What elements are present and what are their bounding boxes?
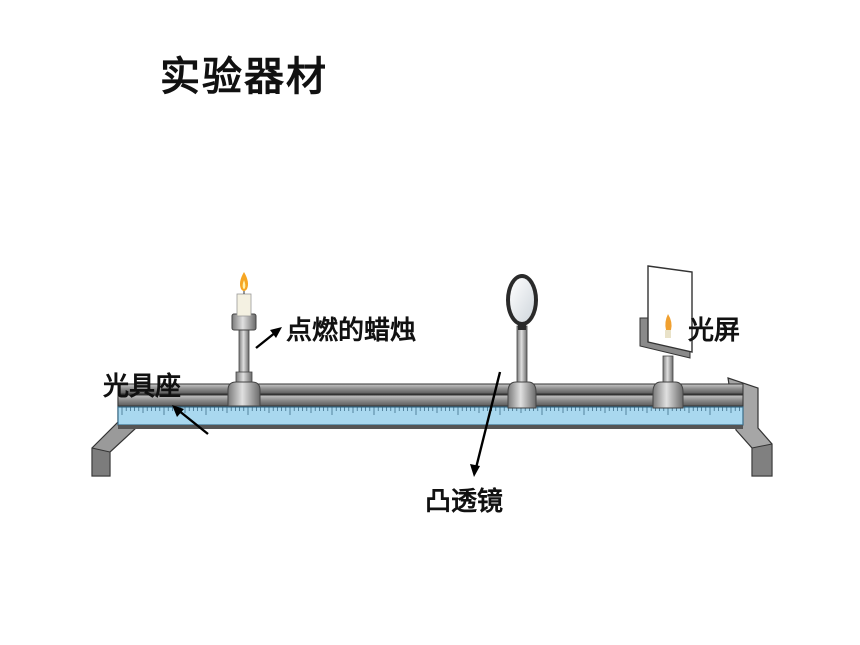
bench-arrow bbox=[172, 405, 209, 435]
candle-label: 点燃的蜡烛 bbox=[286, 316, 417, 346]
screen-label: 光屏 bbox=[688, 316, 741, 346]
lens-holder bbox=[507, 325, 537, 409]
lens-label: 凸透镜 bbox=[425, 487, 504, 517]
convex-lens-icon bbox=[506, 274, 538, 330]
bench-rails bbox=[117, 383, 744, 407]
lens-arrow bbox=[470, 371, 502, 477]
bench-scale bbox=[117, 406, 744, 426]
light-screen-icon bbox=[647, 265, 693, 353]
bench-base-edge bbox=[118, 425, 743, 429]
page-title: 实验器材 bbox=[160, 54, 328, 100]
candle-icon bbox=[236, 272, 252, 317]
candle-holder bbox=[227, 313, 261, 407]
candle-arrow bbox=[255, 327, 282, 349]
bench-label: 光具座 bbox=[103, 372, 182, 402]
